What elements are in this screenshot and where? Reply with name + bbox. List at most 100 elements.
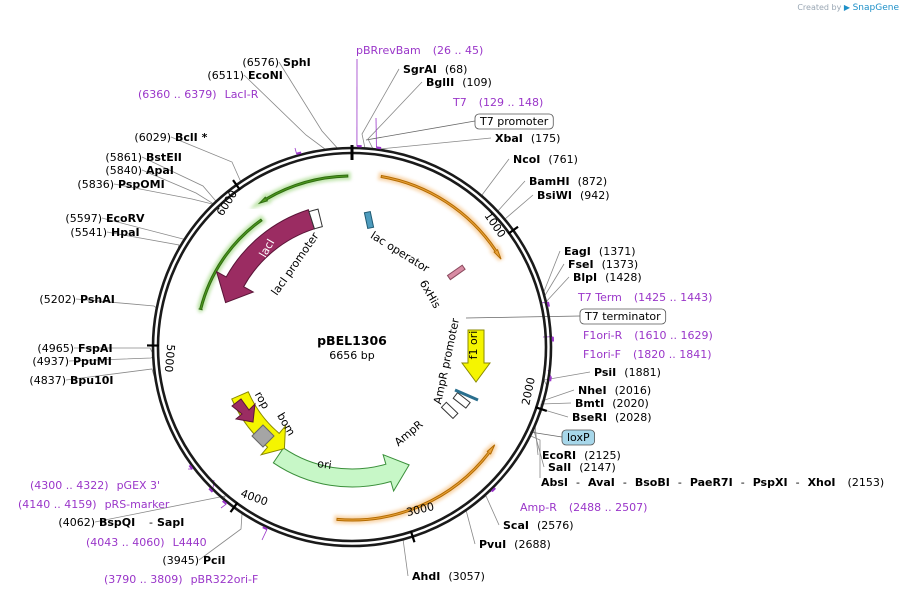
leader-PvuI xyxy=(465,509,476,545)
tick-6000 xyxy=(232,179,241,191)
boxed-text: T7 promoter xyxy=(479,115,549,128)
multi-site-name: PspXI xyxy=(753,476,788,489)
feature-lacI-arrow xyxy=(215,209,316,304)
site-ncoi: NcoI(761) xyxy=(513,153,578,166)
feature-lacI-promoter-arrow-lower xyxy=(196,214,267,313)
primer-mark xyxy=(188,464,194,470)
site-pos: (5861) xyxy=(105,151,142,164)
site-hpai: (5541)HpaI xyxy=(70,226,139,239)
feature-bom xyxy=(251,424,275,448)
site-pshai: (5202) PshAI xyxy=(39,293,114,306)
primer-name: pRS-marker xyxy=(105,498,170,511)
site-name: Bpu10I xyxy=(70,374,114,387)
primer-mark xyxy=(262,526,268,531)
leader-BstEII xyxy=(141,156,216,201)
site-fsei: FseI (1373) xyxy=(568,258,638,271)
feature-6xHis-box xyxy=(446,264,466,281)
feature-T7-region-lower xyxy=(333,442,498,524)
primer-mark xyxy=(546,301,550,307)
primer-l4440: (4043 .. 4060)L4440 xyxy=(86,536,207,549)
site-pos: (1373) xyxy=(602,258,639,271)
primer-name: LacI-R xyxy=(225,88,259,101)
site-psii: PsiI(1881) xyxy=(594,366,661,379)
site-bpu10i: (4837)Bpu10I xyxy=(29,374,113,387)
site-pos: (2016) xyxy=(615,384,652,397)
leader-FspAI xyxy=(74,347,153,353)
site-name: XbaI xyxy=(495,132,523,145)
boxed-text: loxP xyxy=(567,431,590,444)
site-multi-row: AbsI-AvaI-BsoBI-PaeR7I-PspXI-XhoI(2153) xyxy=(541,476,884,489)
primer-range: (6360 .. 6379) xyxy=(138,88,217,101)
primer-range: (4140 .. 4159) xyxy=(18,498,97,511)
boxed-loxp: loxP xyxy=(561,429,595,446)
leader-EagI xyxy=(542,250,561,295)
site-name: PciI xyxy=(203,554,225,567)
site-pcii: (3945)PciI xyxy=(162,554,225,567)
loxP-mark xyxy=(454,388,479,402)
site-pos: (5202) xyxy=(39,293,76,306)
site-pos: (109) xyxy=(462,76,492,89)
site-pos: (1371) xyxy=(599,245,636,258)
site-name: BlpI xyxy=(573,271,597,284)
leader-ApaI xyxy=(141,169,213,204)
leader-multi xyxy=(530,435,541,478)
primer-mark xyxy=(491,487,496,493)
site-name: SgrAI xyxy=(403,63,437,76)
primer-range: (26 .. 45) xyxy=(433,44,484,57)
site-pos: (175) xyxy=(531,132,561,145)
boxed-leader xyxy=(365,120,476,141)
tick-1000 xyxy=(507,225,519,235)
feature-AmpR-arrow xyxy=(272,447,410,493)
site-pos: (4062) xyxy=(58,516,95,529)
primer-name: pBR322ori-F xyxy=(191,573,259,586)
primer-name: Amp-R xyxy=(520,501,557,514)
feature-label-ori: ori xyxy=(316,457,332,472)
site-name: FseI xyxy=(568,258,594,271)
primer-name: T7 Term xyxy=(577,291,622,304)
primer-range: (3790 .. 3809) xyxy=(104,573,183,586)
site-name: HpaI xyxy=(111,226,140,239)
plasmid-name: pBEL1306 xyxy=(317,333,387,348)
tick-3000 xyxy=(409,530,416,543)
site-blpi: BlpI(1428) xyxy=(573,271,642,284)
multi-site-name: AvaI xyxy=(588,476,615,489)
site-name: BamHI xyxy=(529,175,570,188)
multi-site-pos: (2153) xyxy=(848,476,885,489)
leader-PciI xyxy=(198,513,243,561)
site-pos: (2576) xyxy=(537,519,574,532)
site-name: PshAI xyxy=(80,293,115,306)
primer-range: (1610 .. 1629) xyxy=(634,329,713,342)
feature-f1-ori xyxy=(461,329,491,383)
feature-label-lac-operator: lac operator xyxy=(368,229,432,276)
primer-pbrrevbam: pBRrevBam(26 .. 45) xyxy=(356,44,483,57)
credit-prefix: Created by xyxy=(797,3,842,12)
primer-t7term: T7 Term(1425 .. 1443) xyxy=(577,291,712,304)
site-name: BstEII xyxy=(146,151,182,164)
primer-name: F1ori-F xyxy=(583,348,621,361)
feature-label-AmpR: AmpR xyxy=(392,418,426,449)
site-name: BsiWI xyxy=(537,189,572,202)
site-nhei: NheI(2016) xyxy=(578,384,651,397)
site-name: SphI xyxy=(283,56,311,69)
leader-PshAI xyxy=(75,298,157,308)
primer-pgex3: (4300 .. 4322)pGEX 3' xyxy=(30,479,160,492)
snapgene-credit: Created by ▶ SnapGene xyxy=(797,3,899,13)
site-pos: (5836) xyxy=(77,178,114,191)
primer-range: (129 .. 148) xyxy=(479,96,544,109)
site-name: ScaI xyxy=(503,519,529,532)
leader-Bpu10I xyxy=(65,368,155,381)
primer-range: (4300 .. 4322) xyxy=(30,479,109,492)
site-bmti: BmtI(2020) xyxy=(575,397,649,410)
site-bsteii: (5861) BstEII xyxy=(105,151,181,164)
tick-label-5000: 5000 xyxy=(162,344,177,373)
leader-PspOMI xyxy=(113,183,213,205)
site-name: PpuMI xyxy=(73,355,112,368)
site-bspqi: (4062)BspQI-SapI xyxy=(58,516,184,529)
primer-mark xyxy=(222,500,228,505)
feature-label-6xHis: 6xHis xyxy=(417,278,444,311)
site-name: EcoRV xyxy=(106,212,145,225)
site-fspai: (4965)FspAI xyxy=(37,342,112,355)
leader-BclI xyxy=(170,136,241,182)
leader-ScaI xyxy=(482,495,500,526)
tick-label-2000: 2000 xyxy=(519,376,538,406)
